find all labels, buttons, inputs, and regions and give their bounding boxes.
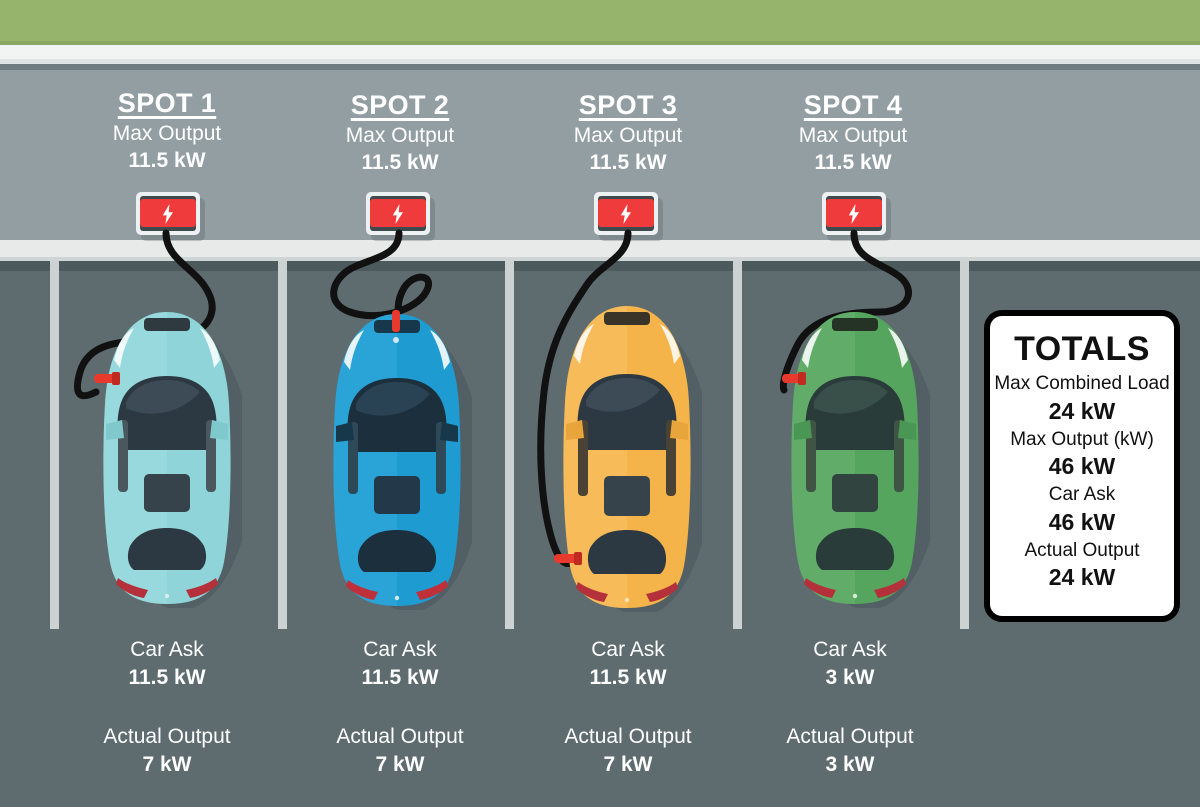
- grass-band: [0, 0, 1200, 41]
- spot-3-car-ask: Car Ask 11.5 kW: [513, 636, 743, 692]
- car-blue[interactable]: [322, 310, 472, 610]
- spot-4-car-ask: Car Ask 3 kW: [735, 636, 965, 692]
- spot-header-4: SPOT 4 Max Output 11.5 kW: [738, 90, 968, 176]
- spot-3-car-ask-value: 11.5 kW: [589, 666, 667, 690]
- totals-max-combined-load-value: 24 kW: [1048, 397, 1116, 424]
- spot-2-actual-output-value: 7 kW: [375, 753, 425, 777]
- totals-title: TOTALS: [1014, 330, 1150, 368]
- spot-2-max-output-value: 11.5 kW: [361, 150, 439, 174]
- car-orange[interactable]: [552, 302, 702, 612]
- charger-station-2[interactable]: [366, 192, 430, 235]
- spot-4-car-ask-label: Car Ask: [813, 638, 887, 661]
- spot-1-max-output-label: Max Output: [112, 121, 222, 145]
- spot-2-title: SPOT 2: [350, 90, 450, 120]
- lightning-bolt-icon: [136, 192, 200, 235]
- spot-2-car-ask-label: Car Ask: [363, 638, 437, 661]
- asphalt-edge-shadow: [0, 261, 1200, 271]
- totals-car-ask-label: Car Ask: [1048, 484, 1116, 506]
- spot-4-title: SPOT 4: [803, 90, 903, 120]
- spot-header-1: SPOT 1 Max Output 11.5 kW: [52, 88, 282, 174]
- spot-4-max-output-label: Max Output: [798, 123, 908, 147]
- spot-1-car-ask-label: Car Ask: [130, 638, 204, 661]
- spot-1-car-ask-value: 11.5 kW: [128, 666, 206, 690]
- stall-divider-0: [50, 261, 59, 629]
- charger-station-1[interactable]: [136, 192, 200, 235]
- totals-max-output-value: 46 kW: [1048, 453, 1116, 480]
- totals-max-combined-load-label: Max Combined Load: [994, 373, 1170, 395]
- spot-3-actual-output: Actual Output 7 kW: [513, 723, 743, 779]
- spot-4-actual-output-value: 3 kW: [825, 753, 875, 777]
- totals-panel: TOTALS Max Combined Load 24 kW Max Outpu…: [984, 310, 1180, 622]
- spot-1-max-output-value: 11.5 kW: [128, 148, 206, 172]
- charger-station-4[interactable]: [822, 192, 886, 235]
- spot-2-actual-output: Actual Output 7 kW: [285, 723, 515, 779]
- stall-divider-1: [278, 261, 287, 629]
- spot-2-car-ask-value: 11.5 kW: [361, 666, 439, 690]
- car-teal[interactable]: [92, 308, 242, 608]
- lightning-bolt-icon: [822, 192, 886, 235]
- totals-car-ask-value: 46 kW: [1048, 508, 1116, 535]
- spot-header-3: SPOT 3 Max Output 11.5 kW: [513, 90, 743, 176]
- stall-divider-2: [505, 261, 514, 629]
- stall-divider-3: [733, 261, 742, 629]
- spot-3-actual-output-label: Actual Output: [564, 725, 692, 748]
- lightning-bolt-icon: [366, 192, 430, 235]
- spot-1-actual-output-label: Actual Output: [103, 725, 231, 748]
- spot-3-actual-output-value: 7 kW: [603, 753, 653, 777]
- charger-station-3[interactable]: [594, 192, 658, 235]
- spot-1-title: SPOT 1: [117, 88, 217, 118]
- spot-4-actual-output: Actual Output 3 kW: [735, 723, 965, 779]
- lightning-bolt-icon: [594, 192, 658, 235]
- charging-connector: [392, 310, 400, 332]
- stall-divider-4: [960, 261, 969, 629]
- charging-connector: [554, 554, 578, 563]
- spot-2-car-ask: Car Ask 11.5 kW: [285, 636, 515, 692]
- spot-2-actual-output-label: Actual Output: [336, 725, 464, 748]
- grass-edge: [0, 41, 1200, 45]
- spot-3-title: SPOT 3: [578, 90, 678, 120]
- totals-actual-output-label: Actual Output: [1024, 539, 1140, 561]
- upper-curb: [0, 45, 1200, 59]
- totals-max-output-label: Max Output (kW): [1010, 428, 1154, 450]
- spot-3-max-output-label: Max Output: [573, 123, 683, 147]
- car-green[interactable]: [780, 308, 930, 608]
- spot-4-max-output-value: 11.5 kW: [814, 150, 892, 174]
- spot-3-car-ask-label: Car Ask: [591, 638, 665, 661]
- sidewalk-shadow: [0, 64, 1200, 70]
- spot-1-actual-output-value: 7 kW: [142, 753, 192, 777]
- spot-2-max-output-label: Max Output: [345, 123, 455, 147]
- lower-curb: [0, 240, 1200, 257]
- spot-1-actual-output: Actual Output 7 kW: [52, 723, 282, 779]
- spot-4-car-ask-value: 3 kW: [825, 666, 875, 690]
- charging-connector: [94, 374, 116, 383]
- totals-actual-output-value: 24 kW: [1048, 564, 1116, 591]
- upper-curb-shade: [0, 59, 1200, 64]
- spot-4-actual-output-label: Actual Output: [786, 725, 914, 748]
- spot-3-max-output-value: 11.5 kW: [589, 150, 667, 174]
- spot-header-2: SPOT 2 Max Output 11.5 kW: [285, 90, 515, 176]
- spot-1-car-ask: Car Ask 11.5 kW: [52, 636, 282, 692]
